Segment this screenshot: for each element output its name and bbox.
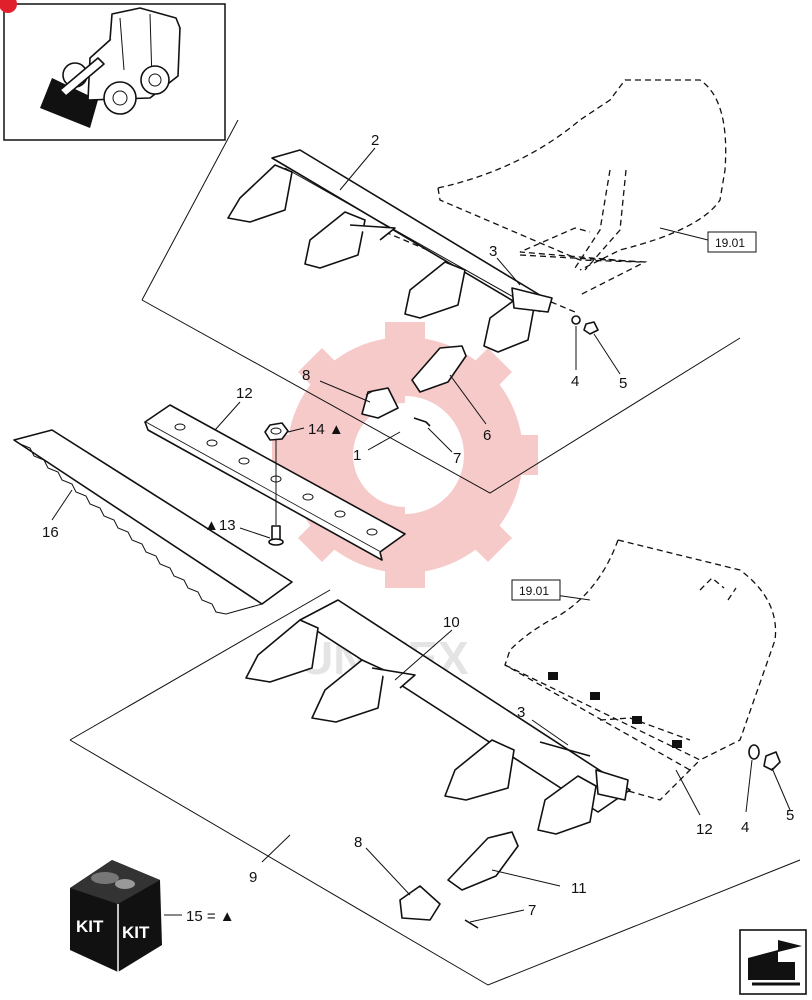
upper-tooth-bar: [227, 149, 553, 353]
next-page-arrow-icon[interactable]: [739, 929, 807, 995]
bolt-and-nut: [264, 422, 289, 546]
callout-2-top: 2: [371, 132, 379, 149]
callout-5-top: 5: [619, 375, 627, 392]
callout-4-top: 4: [571, 373, 579, 390]
callout-8-top: 8: [302, 367, 310, 384]
callout-5-bottom: 5: [786, 807, 794, 824]
callout-3-bottom: 3: [517, 704, 525, 721]
reference-box-bottom[interactable]: 19.01: [511, 579, 561, 601]
kit-label-left: KIT: [76, 917, 104, 936]
callout-14: 14 ▲: [308, 421, 344, 438]
callout-15: 15 = ▲: [186, 908, 235, 925]
callout-1: 1: [353, 447, 361, 464]
callout-8-bottom: 8: [354, 834, 362, 851]
cutting-edge-plate: [144, 404, 406, 561]
lower-tooth-bar: [245, 599, 631, 835]
callout-11: 11: [571, 880, 587, 897]
callout-7-top: 7: [453, 450, 461, 467]
lower-assembly-frame: [69, 589, 801, 986]
serrated-blade: [13, 429, 293, 615]
callout-7-bottom: 7: [528, 902, 536, 919]
upper-assembly-frame: [141, 119, 741, 494]
kit-box-icon: [70, 860, 162, 972]
thumbnail-frame: [0, 0, 226, 141]
callout-3-top: 3: [489, 243, 497, 260]
callout-13: ▲13: [204, 517, 236, 534]
callout-12-left: 12: [236, 385, 253, 402]
skid-steer-loader-icon: [40, 7, 181, 128]
callout-6-top: 6: [483, 427, 491, 444]
thumbnail-badge: [0, 0, 17, 13]
callout-16: 16: [42, 524, 59, 541]
watermark-gear-logo: [272, 322, 538, 588]
upper-hardware: [361, 315, 599, 427]
callout-10: 10: [443, 614, 460, 631]
kit-label-right: KIT: [122, 923, 150, 942]
reference-box-top[interactable]: 19.01: [707, 231, 757, 253]
reference-label-bottom: 19.01: [519, 584, 549, 598]
callout-12-bottom: 12: [696, 821, 713, 838]
lower-hardware: [399, 744, 781, 929]
callout-4-bottom: 4: [741, 819, 749, 836]
leader-lines: [51, 147, 791, 923]
callout-9: 9: [249, 869, 257, 886]
reference-label-top: 19.01: [715, 236, 745, 250]
